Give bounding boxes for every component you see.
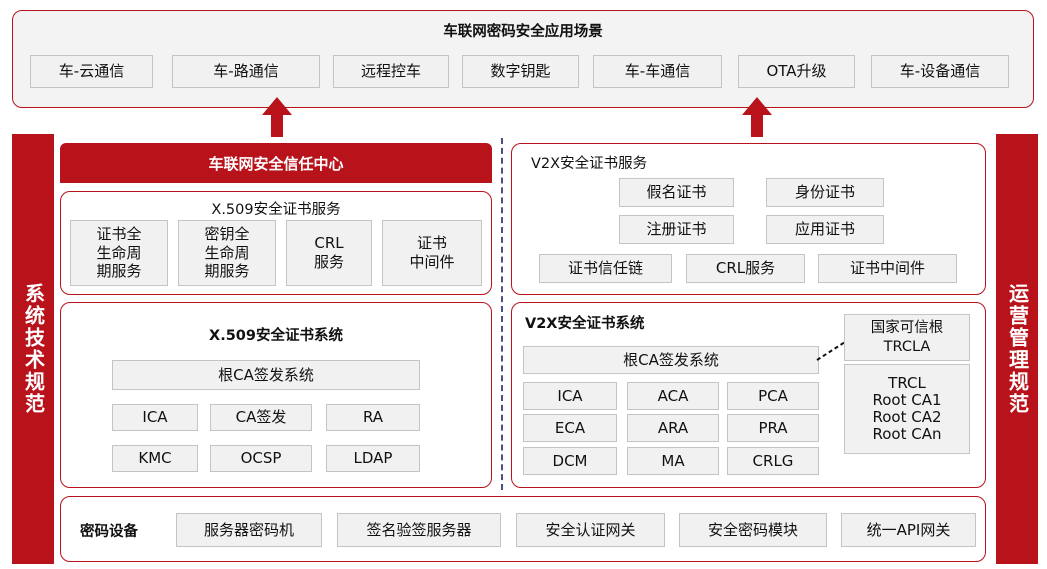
trust-center-header: 车联网安全信任中心 — [60, 143, 492, 183]
v2x-root-ca-system: 根CA签发系统 — [523, 346, 819, 374]
application-cert: 应用证书 — [766, 215, 884, 244]
key-lifecycle-service: 密钥全 生命周 期服务 — [178, 220, 276, 286]
connector-dashed-line — [816, 341, 846, 361]
x509-kmc: KMC — [112, 445, 198, 472]
identity-cert: 身份证书 — [766, 178, 884, 207]
v2x-eca: ECA — [523, 414, 617, 442]
x509-ocsp: OCSP — [210, 445, 312, 472]
registration-cert: 注册证书 — [619, 215, 734, 244]
v2x-ara: ARA — [627, 414, 719, 442]
divider-line — [501, 138, 503, 490]
arrow-up-icon — [262, 97, 292, 137]
x509-ca-issue: CA签发 — [210, 404, 312, 431]
security-auth-gateway: 安全认证网关 — [516, 513, 665, 547]
signature-verification-server: 签名验签服务器 — [337, 513, 501, 547]
scenario-car-device: 车-设备通信 — [871, 55, 1009, 88]
cert-middleware: 证书 中间件 — [382, 220, 482, 286]
v2x-pra: PRA — [727, 414, 819, 442]
national-trusted-root-trcla: 国家可信根 TRCLA — [844, 314, 970, 361]
system-technical-spec-bar: 系统技术规范 — [12, 134, 54, 564]
x509-service-title: X.509安全证书服务 — [211, 202, 341, 218]
x509-ldap: LDAP — [326, 445, 420, 472]
arrow-up-icon — [742, 97, 772, 137]
left-side-label: 系统技术规范 — [21, 283, 46, 415]
scenario-digital-key: 数字钥匙 — [462, 55, 579, 88]
x509-ica: ICA — [112, 404, 198, 431]
v2x-crlg: CRLG — [727, 447, 819, 475]
scenario-remote-control: 远程控车 — [333, 55, 449, 88]
trcl-root-ca-list: TRCL Root CA1 Root CA2 Root CAn — [844, 364, 970, 454]
scenario-car-cloud: 车-云通信 — [30, 55, 153, 88]
server-crypto-machine: 服务器密码机 — [176, 513, 322, 547]
crl-service: CRL 服务 — [286, 220, 372, 286]
scenario-car-road: 车-路通信 — [172, 55, 320, 88]
v2x-service-title: V2X安全证书服务 — [531, 156, 648, 172]
v2x-dcm: DCM — [523, 447, 617, 475]
cert-lifecycle-service: 证书全 生命周 期服务 — [70, 220, 168, 286]
v2x-system-title: V2X安全证书系统 — [525, 316, 645, 332]
v2x-pca: PCA — [727, 382, 819, 410]
v2x-crl-service: CRL服务 — [686, 254, 805, 283]
v2x-cert-middleware: 证书中间件 — [818, 254, 957, 283]
unified-api-gateway: 统一API网关 — [841, 513, 976, 547]
x509-system-title: X.509安全证书系统 — [209, 328, 343, 344]
v2x-ica: ICA — [523, 382, 617, 410]
right-side-label: 运营管理规范 — [1005, 283, 1030, 415]
v2x-ma: MA — [627, 447, 719, 475]
crypto-devices-title: 密码设备 — [80, 524, 138, 540]
operation-management-spec-bar: 运营管理规范 — [996, 134, 1038, 564]
v2x-aca: ACA — [627, 382, 719, 410]
scenarios-title: 车联网密码安全应用场景 — [443, 24, 603, 40]
security-crypto-module: 安全密码模块 — [679, 513, 827, 547]
scenario-ota: OTA升级 — [738, 55, 855, 88]
scenario-car-car: 车-车通信 — [593, 55, 722, 88]
x509-root-ca-system: 根CA签发系统 — [112, 360, 420, 390]
pseudonym-cert: 假名证书 — [619, 178, 734, 207]
cert-trust-chain: 证书信任链 — [539, 254, 672, 283]
x509-ra: RA — [326, 404, 420, 431]
